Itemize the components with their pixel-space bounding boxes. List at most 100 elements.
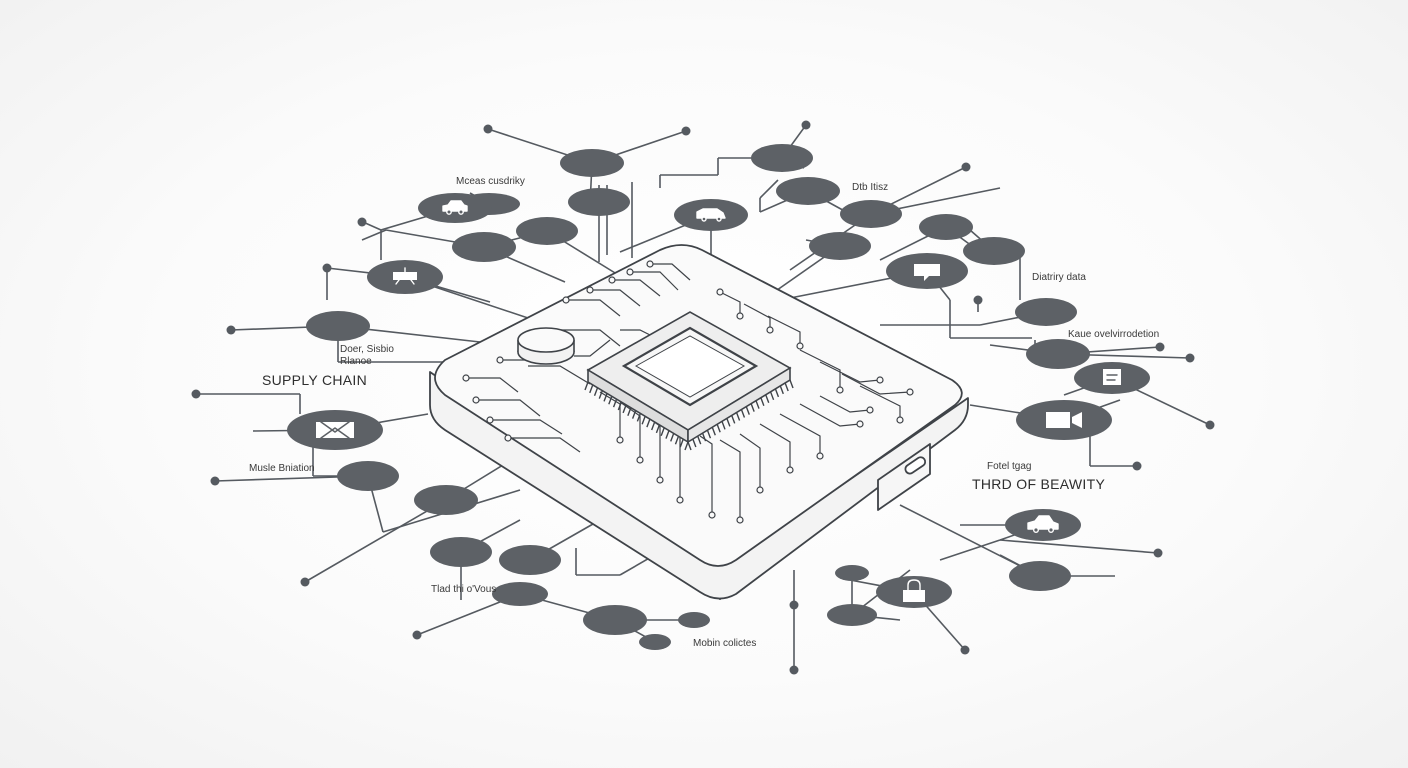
trace-pad — [656, 476, 664, 484]
chip-pin — [779, 385, 784, 395]
endpoint-dot — [1155, 342, 1165, 352]
node — [840, 200, 902, 228]
trace-pad — [636, 456, 644, 464]
trace-pad — [562, 296, 570, 304]
circuit-trace — [560, 329, 621, 347]
chip-pin — [701, 432, 707, 442]
circuit-trace — [743, 303, 771, 330]
data-risk-label: Dtb Itisz — [852, 182, 888, 193]
endpoint-dot — [789, 665, 799, 675]
mobin-colichs-label: Mobin colictes — [693, 638, 756, 649]
chip-pin — [760, 397, 765, 406]
chip-pin — [636, 413, 642, 422]
chip-pin — [670, 433, 675, 442]
router-icon — [393, 267, 417, 285]
endpoint-dot — [191, 389, 201, 399]
circuit-trace — [719, 291, 741, 316]
chip-pin — [731, 415, 736, 424]
chip-pin — [687, 441, 692, 451]
trace-pad — [756, 486, 764, 494]
chip-pin — [598, 390, 603, 399]
endpoint-dot — [412, 630, 422, 640]
chip-pin — [769, 391, 775, 401]
node — [1026, 339, 1090, 369]
trace-pad — [766, 326, 774, 334]
chip-pin — [665, 430, 670, 439]
chip-pin — [684, 441, 689, 451]
node — [452, 232, 516, 262]
endpoint-dot — [789, 600, 799, 610]
truck-icon — [696, 208, 726, 222]
circuit-trace — [612, 279, 661, 297]
chip-pin — [735, 412, 741, 421]
chip-pin — [716, 424, 721, 433]
chip-pin — [627, 407, 632, 416]
chip-pin — [750, 403, 755, 412]
nodes — [287, 144, 1150, 650]
circuit-trace — [590, 289, 641, 307]
circuit-trace — [841, 373, 911, 395]
chip-pin — [789, 379, 794, 389]
endpoint-dot — [1205, 420, 1215, 430]
chip-pin — [603, 393, 608, 402]
trace-pad — [608, 276, 616, 284]
endpoint-dot — [357, 217, 367, 227]
node — [568, 188, 630, 216]
chip-pin — [617, 401, 622, 411]
node — [516, 217, 578, 245]
connection-line — [999, 539, 1159, 554]
node — [1015, 298, 1077, 326]
chip-pin — [740, 409, 746, 418]
door-station-label: Doer, Sisbio — [340, 344, 394, 355]
supply-chain-label: SUPPLY CHAIN — [262, 372, 367, 388]
endpoint-dot — [1132, 461, 1142, 471]
node — [337, 461, 399, 491]
circuit-trace — [859, 385, 901, 420]
tied-th-vous-label: Tlad thi o'Vous — [431, 584, 496, 595]
kau-overmodation-label: Kaue ovelvirrodetion — [1068, 329, 1159, 340]
chip-pin — [612, 398, 618, 408]
circuit-trace — [799, 403, 861, 427]
endpoint-dot — [681, 126, 691, 136]
circuit-trace — [466, 377, 519, 393]
node — [560, 149, 624, 177]
chip-pin — [655, 424, 661, 434]
node — [835, 565, 869, 581]
circuit-trace — [719, 439, 741, 520]
chip-pin — [774, 388, 780, 398]
node — [1009, 561, 1071, 591]
trace-pad — [616, 436, 624, 444]
chip-pin — [608, 396, 613, 405]
node — [776, 177, 840, 205]
trace-pad — [896, 416, 904, 424]
distriry-data-label: Diatriry data — [1032, 272, 1086, 283]
circuit-trace — [508, 437, 581, 453]
third-of-beauty-label: THRD OF BEAWITY — [972, 476, 1105, 492]
lock-icon — [903, 579, 925, 602]
trace-pad — [866, 406, 874, 414]
chip-pin — [631, 410, 637, 419]
circuit-trace — [799, 349, 841, 390]
chip-icon — [584, 311, 794, 451]
chat-icon — [914, 264, 940, 281]
trace-pad — [736, 516, 744, 524]
circuit-trace — [630, 271, 679, 291]
trace-pad — [816, 452, 824, 460]
circuit-trace — [566, 299, 621, 317]
endpoint-dot — [210, 476, 220, 486]
chip-pin — [593, 387, 599, 396]
chip-pin — [646, 418, 651, 428]
chip-pin — [584, 381, 589, 391]
musle-bration-label: Musle Bniation — [249, 463, 315, 474]
rance-label: Rlanoe — [340, 356, 372, 367]
trace-pad — [906, 388, 914, 396]
trace-pad — [472, 396, 480, 404]
node — [919, 214, 973, 240]
chip-pin — [660, 427, 665, 436]
chip-pin — [651, 421, 656, 431]
envelope-icon — [316, 421, 354, 439]
connection-line — [899, 504, 1041, 577]
round-button — [517, 327, 575, 365]
delivery-car-icon — [1027, 515, 1059, 533]
